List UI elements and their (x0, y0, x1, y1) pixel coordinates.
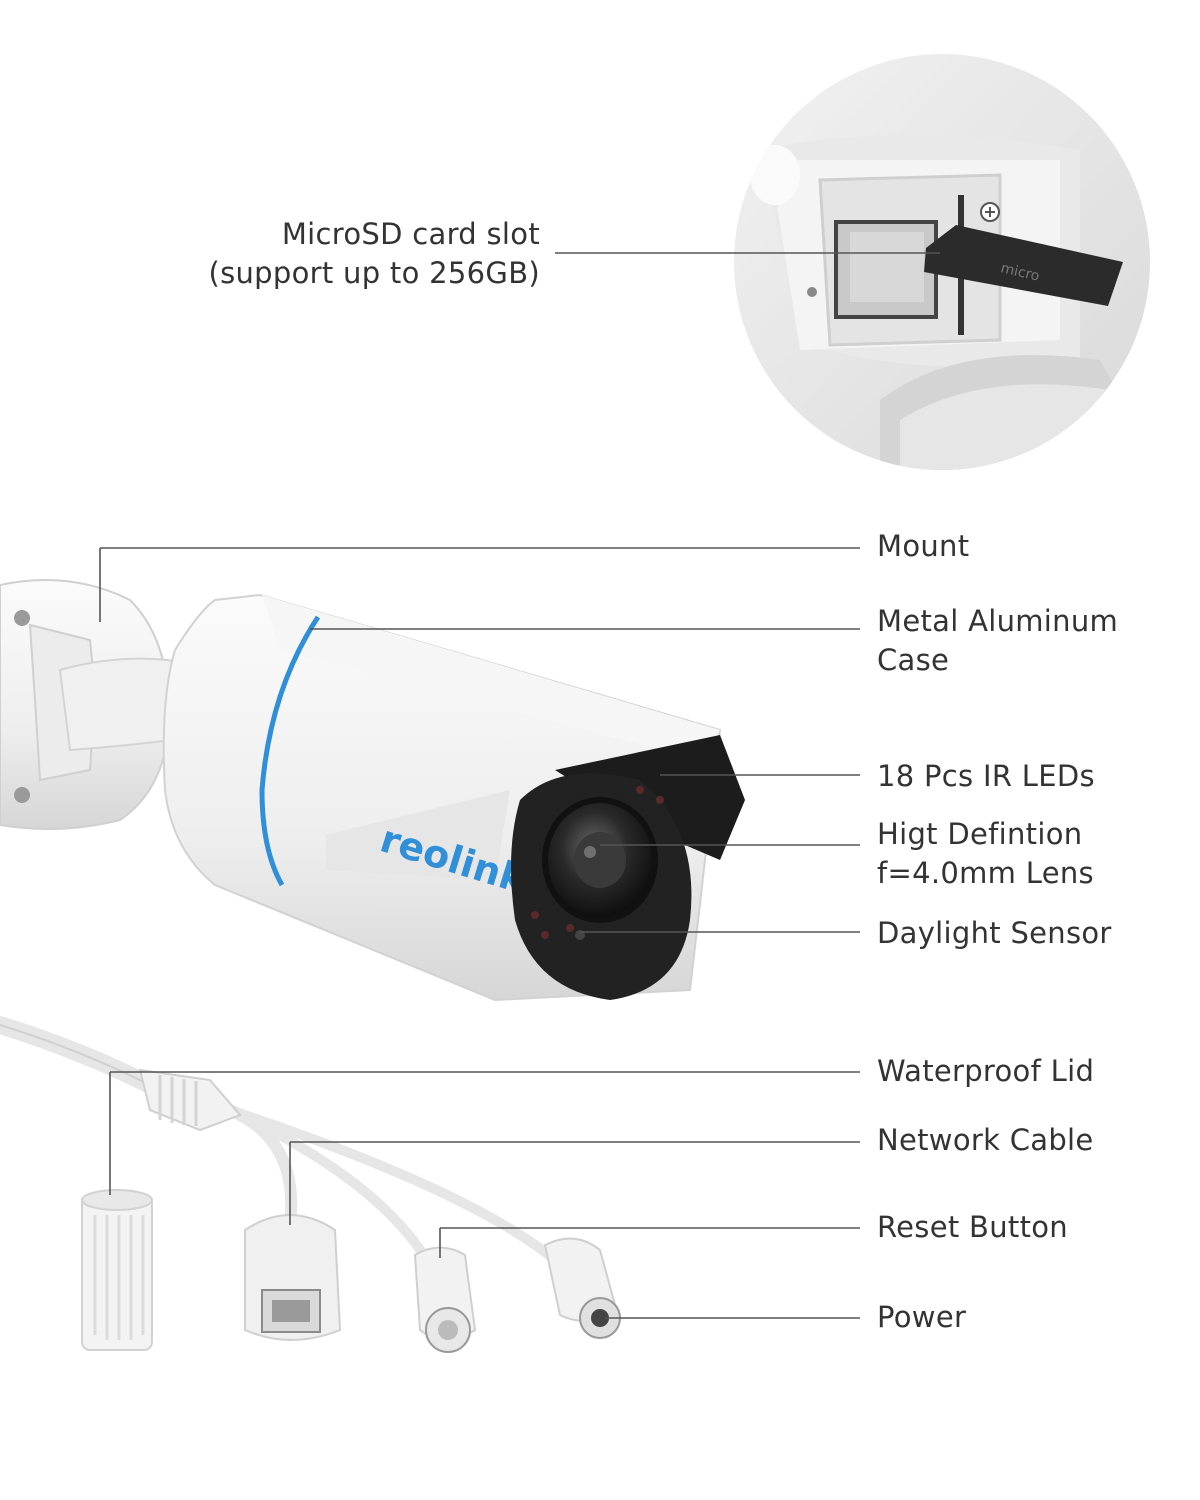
label-power: Power (877, 1300, 967, 1334)
rj45-connector (244, 1214, 342, 1341)
leader-network (289, 1141, 860, 1225)
reset-connector (413, 1246, 477, 1353)
ir-led (656, 796, 664, 804)
leader-lines (99, 252, 940, 1319)
label-microsd: MicroSD card slot (support up to 256GB) (208, 217, 540, 290)
ir-led (566, 924, 574, 932)
leader-reset (439, 1227, 860, 1258)
label-reset: Reset Button (877, 1210, 1068, 1244)
label-ir-leds: 18 Pcs IR LEDs (877, 759, 1095, 793)
waterproof-connector (138, 1068, 242, 1132)
label-case: Metal Aluminum Case (877, 604, 1119, 677)
label-daylight: Daylight Sensor (877, 916, 1112, 950)
ir-led (531, 911, 539, 919)
ir-led (541, 931, 549, 939)
blue-accent-ring (259, 615, 321, 887)
camera-front (511, 735, 745, 1000)
label-network: Network Cable (877, 1123, 1094, 1157)
ir-led (636, 786, 644, 794)
label-lens: Higt Defintion f=4.0mm Lens (877, 817, 1094, 890)
power-connector (543, 1237, 621, 1339)
leader-mount (99, 547, 860, 622)
waterproof-lid (81, 1189, 153, 1351)
microsd-card: micro (924, 225, 1123, 306)
cables (0, 1016, 560, 1270)
leader-lid (109, 1071, 860, 1195)
label-mount: Mount (877, 529, 970, 563)
label-lid: Waterproof Lid (877, 1054, 1095, 1088)
microsd-zoom-circle: micro (734, 54, 1150, 470)
